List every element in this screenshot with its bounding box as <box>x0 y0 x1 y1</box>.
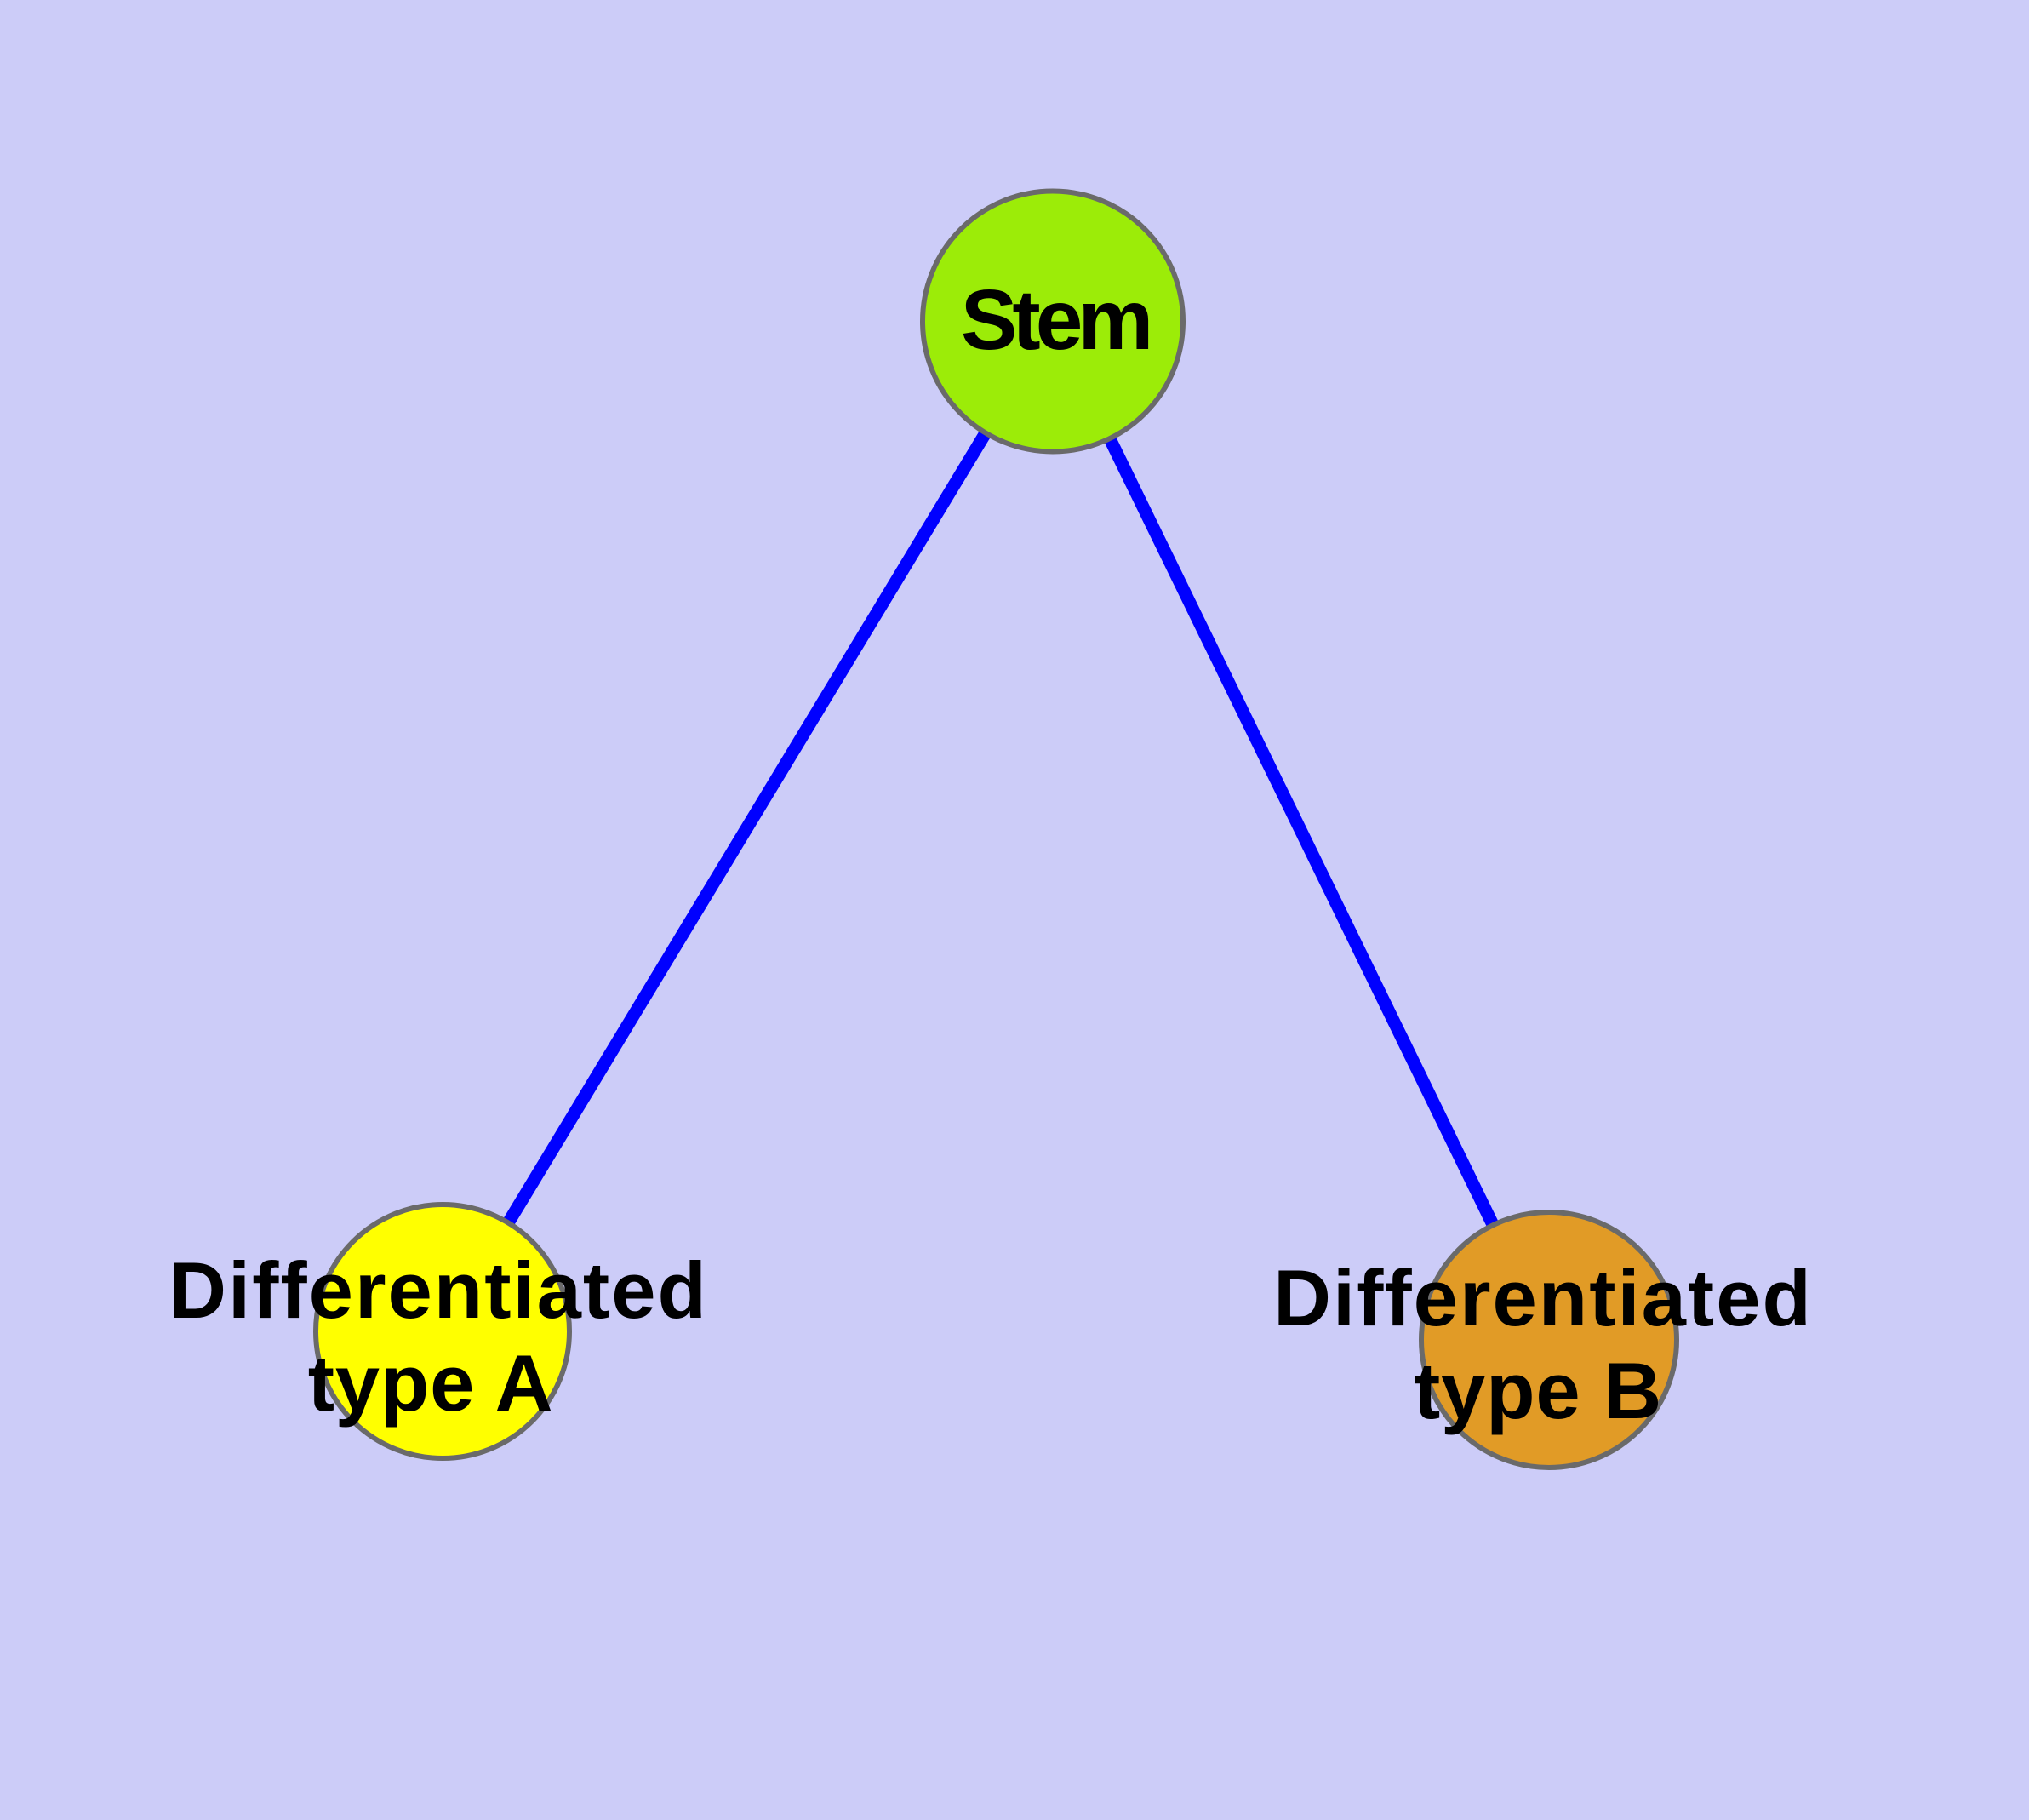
svg-text:Differentiated: Differentiated <box>169 1245 708 1335</box>
svg-text:Differentiated: Differentiated <box>1273 1253 1813 1342</box>
svg-text:type A: type A <box>308 1338 554 1428</box>
svg-text:type B: type B <box>1414 1346 1662 1435</box>
svg-text:Stem: Stem <box>961 272 1149 368</box>
